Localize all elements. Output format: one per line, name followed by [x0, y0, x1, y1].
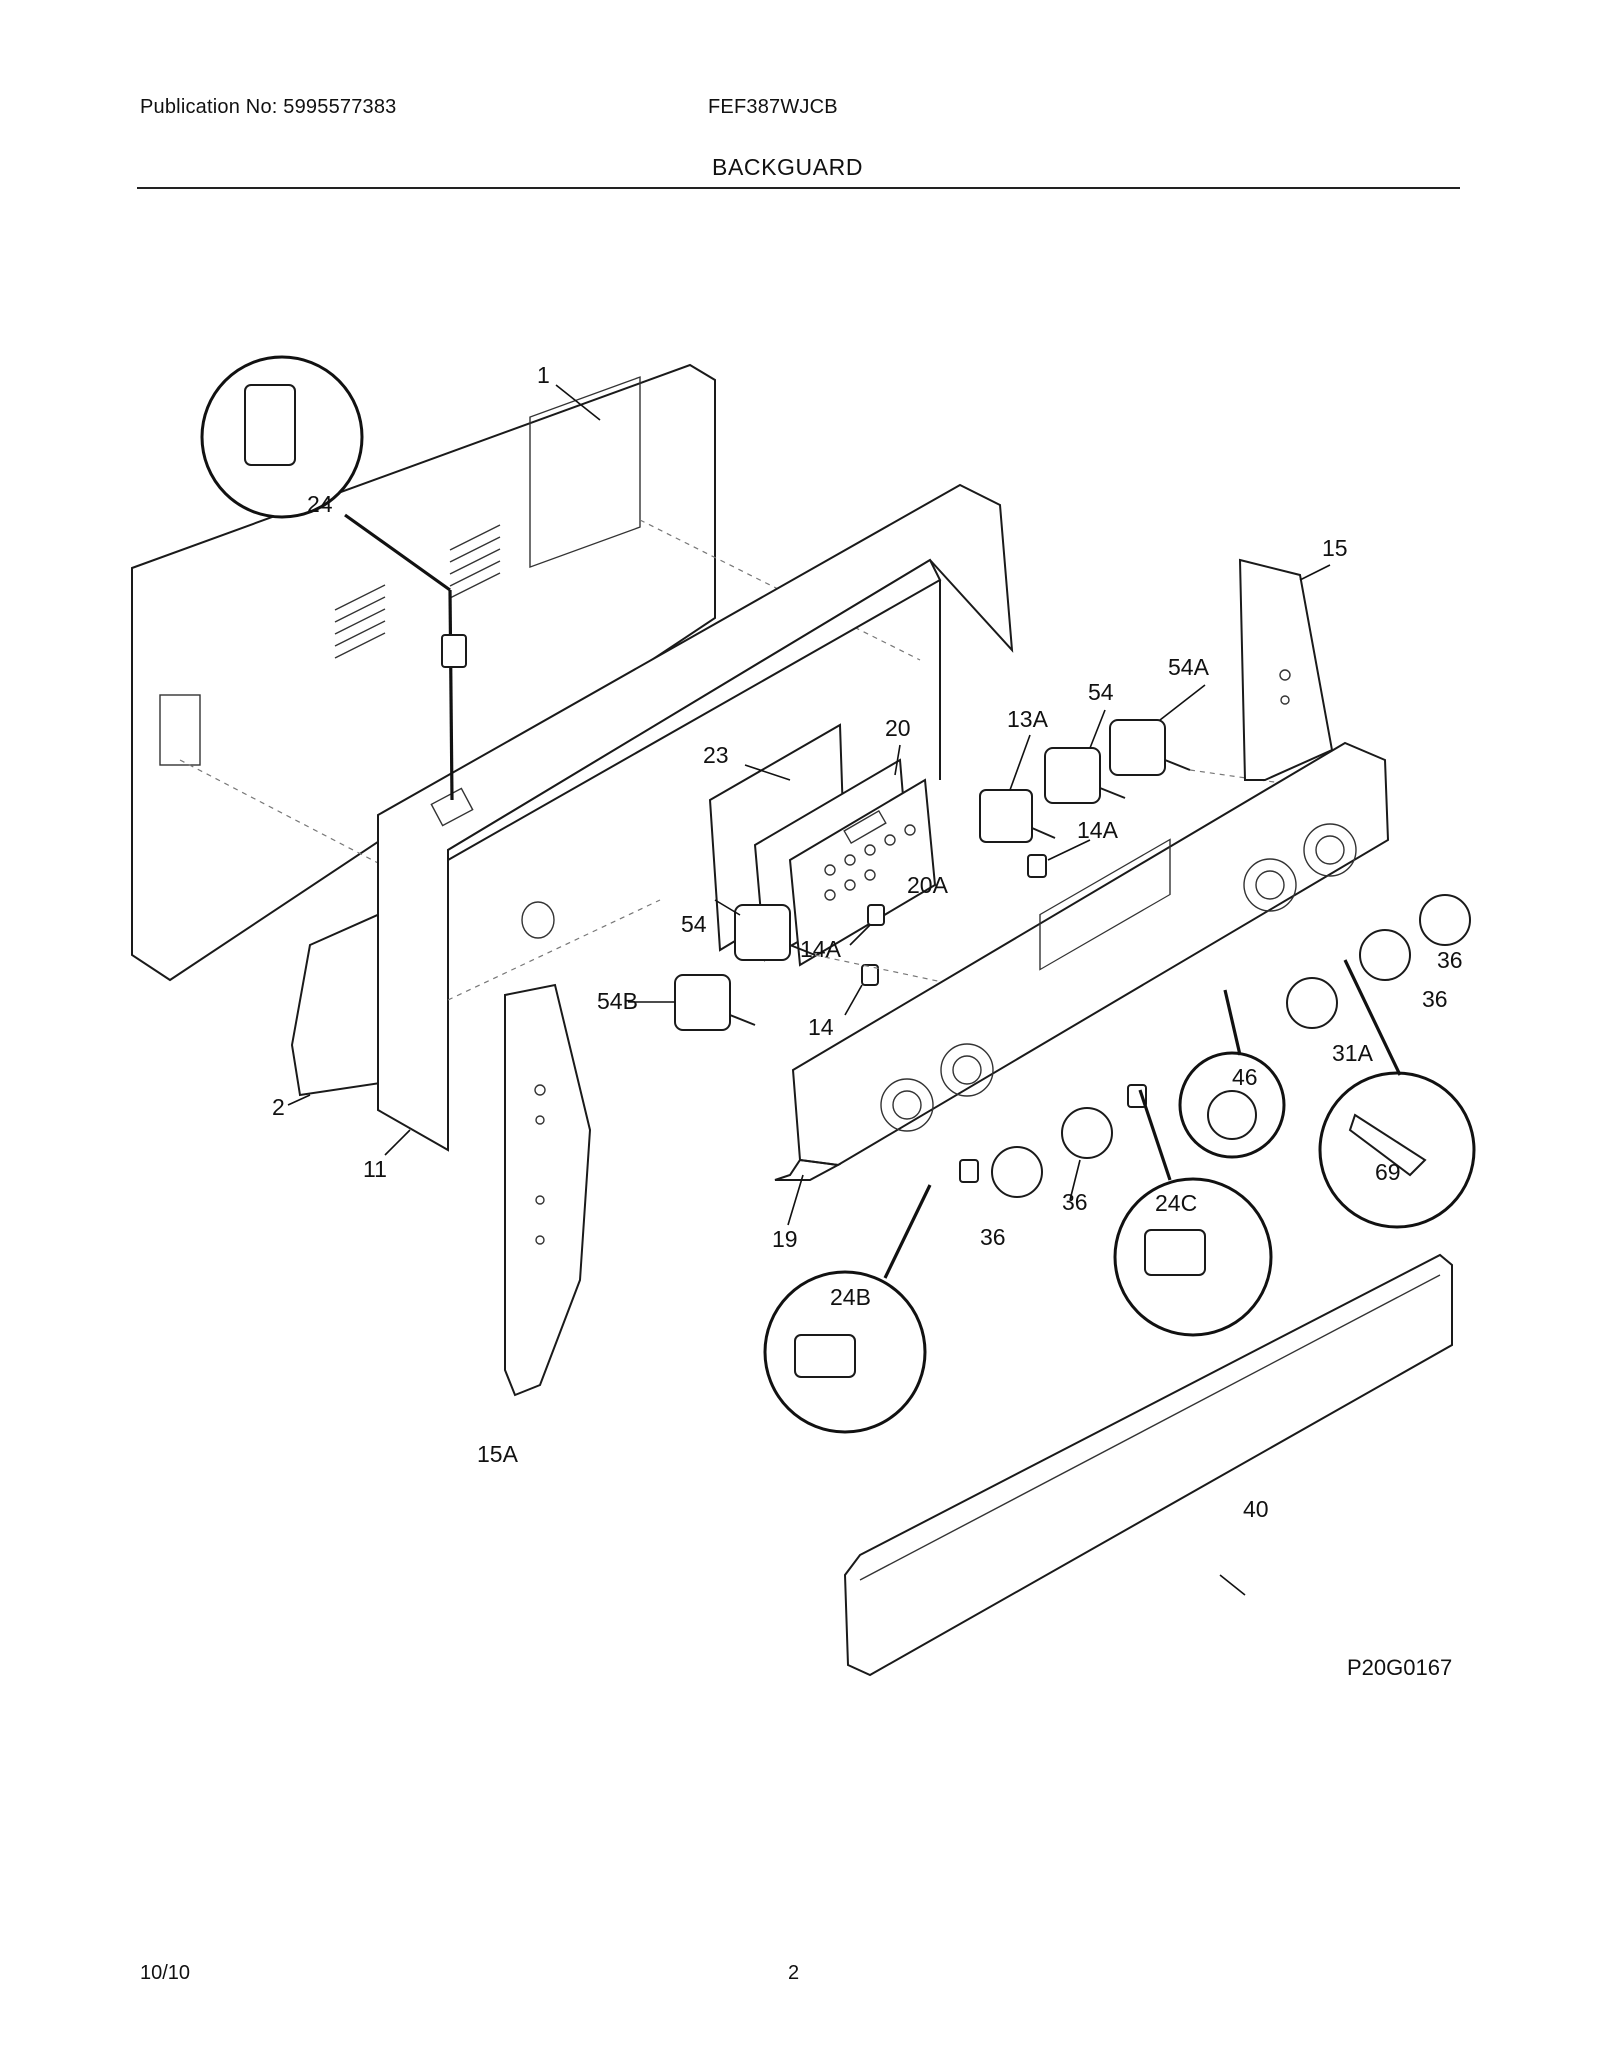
callout-24: 24	[307, 491, 333, 517]
callout-14a-left: 14A	[800, 936, 842, 962]
leader-lines	[287, 384, 1331, 1596]
detail-rocker-switch-24b	[763, 1184, 932, 1434]
footer-date: 10/10	[140, 1962, 191, 1984]
callout-40: 40	[1243, 1496, 1269, 1522]
callout-20: 20	[885, 715, 911, 741]
callout-36-a: 36	[1437, 947, 1463, 973]
callout-54-left: 54	[681, 911, 707, 937]
callout-11: 11	[363, 1156, 387, 1182]
callout-36-d: 36	[980, 1224, 1006, 1250]
detail-spring-clip-69	[1318, 959, 1476, 1229]
callout-2: 2	[272, 1094, 285, 1120]
detail-indicator-light-46	[1178, 989, 1286, 1159]
callout-54b: 54B	[597, 988, 638, 1014]
callout-54a: 54A	[1168, 654, 1210, 680]
callout-15: 15	[1322, 535, 1348, 561]
callout-15a: 15A	[477, 1441, 519, 1467]
backguard-housing-part	[377, 483, 1014, 1152]
infinite-switches	[674, 719, 1331, 1031]
side-bracket-left	[504, 983, 592, 1397]
callout-19: 19	[772, 1226, 798, 1252]
callout-36-b: 36	[1422, 986, 1448, 1012]
section-title: BACKGUARD	[712, 154, 864, 180]
callout-31a: 31A	[1332, 1040, 1374, 1066]
detail-rocker-switch-24c	[1113, 1089, 1273, 1337]
callout-24c: 24C	[1155, 1190, 1197, 1216]
clock-control-assembly	[708, 723, 937, 967]
callout-14: 14	[808, 1014, 834, 1040]
callout-69: 69	[1375, 1159, 1401, 1185]
rear-panel-part	[131, 363, 921, 982]
model-number: FEF387WJCB	[708, 96, 838, 118]
page-number: 2	[788, 1962, 800, 1984]
callout-13a: 13A	[1007, 706, 1049, 732]
callout-24b: 24B	[830, 1284, 871, 1310]
side-bracket-right	[1238, 558, 1334, 781]
publication-number: Publication No: 5995577383	[140, 96, 397, 118]
bottom-trim-part	[843, 1253, 1453, 1677]
knobs	[959, 894, 1471, 1198]
callout-36-c: 36	[1062, 1189, 1088, 1215]
callout-23: 23	[703, 742, 729, 768]
callout-46: 46	[1232, 1064, 1258, 1090]
control-panel-part	[774, 741, 1390, 1181]
diagram-reference-code: P20G0167	[1347, 1655, 1453, 1680]
callout-54-top: 54	[1088, 679, 1114, 705]
header-divider	[137, 187, 1460, 189]
detail-rocker-switch-24	[200, 355, 467, 801]
callout-14a-right: 14A	[1077, 817, 1119, 843]
callout-1: 1	[537, 362, 550, 388]
callout-20a: 20A	[907, 872, 949, 898]
